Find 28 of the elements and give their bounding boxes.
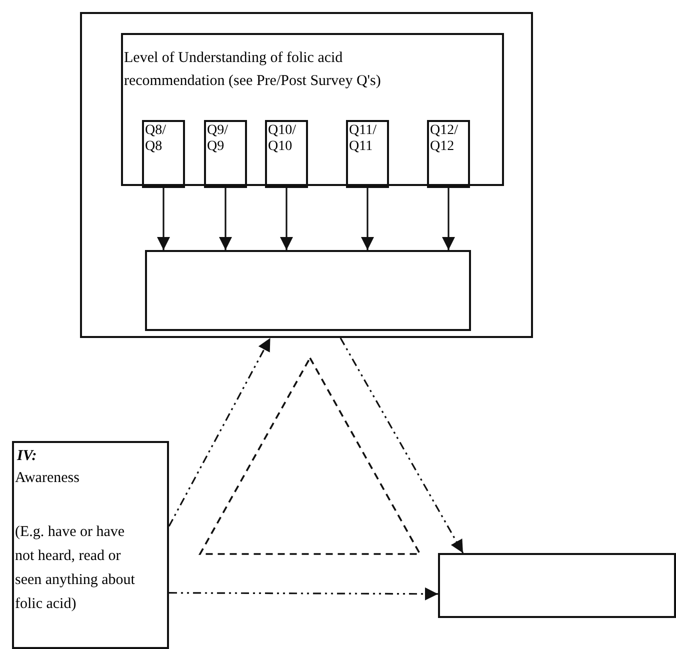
- question-box: [204, 120, 247, 188]
- question-box: [346, 120, 389, 188]
- node-label: Q10/ Q10: [268, 123, 297, 156]
- arrow: [219, 188, 232, 250]
- arrow: [169, 587, 438, 600]
- node-label: Q11/ Q11: [349, 123, 378, 156]
- node-label: Q12/ Q12: [430, 123, 459, 156]
- heading-label: IV:: [17, 448, 38, 466]
- arrow: [361, 188, 374, 250]
- node-label: Level of Understanding of folic acid recommendation (see Pre/Post Survey Q's): [124, 49, 382, 91]
- question-box: [142, 120, 185, 188]
- dashed-triangle: [198, 356, 422, 556]
- node-label: Q9/ Q9: [207, 123, 229, 156]
- text-box: [12, 441, 169, 649]
- arrow: [157, 188, 170, 250]
- empty-box: [80, 12, 533, 338]
- node-label: (E.g. have or have not heard, read or seen anything about folic acid): [15, 523, 136, 614]
- empty-box: [438, 553, 676, 618]
- node-label: Awareness: [15, 470, 80, 488]
- text-box: [121, 33, 504, 186]
- arrow: [442, 188, 455, 250]
- node-label: Q8/ Q8: [145, 123, 167, 156]
- arrow: [168, 338, 271, 527]
- arrow: [280, 188, 293, 250]
- question-box: [427, 120, 470, 188]
- empty-box: [145, 250, 471, 331]
- question-box: [265, 120, 308, 188]
- arrow: [340, 338, 464, 554]
